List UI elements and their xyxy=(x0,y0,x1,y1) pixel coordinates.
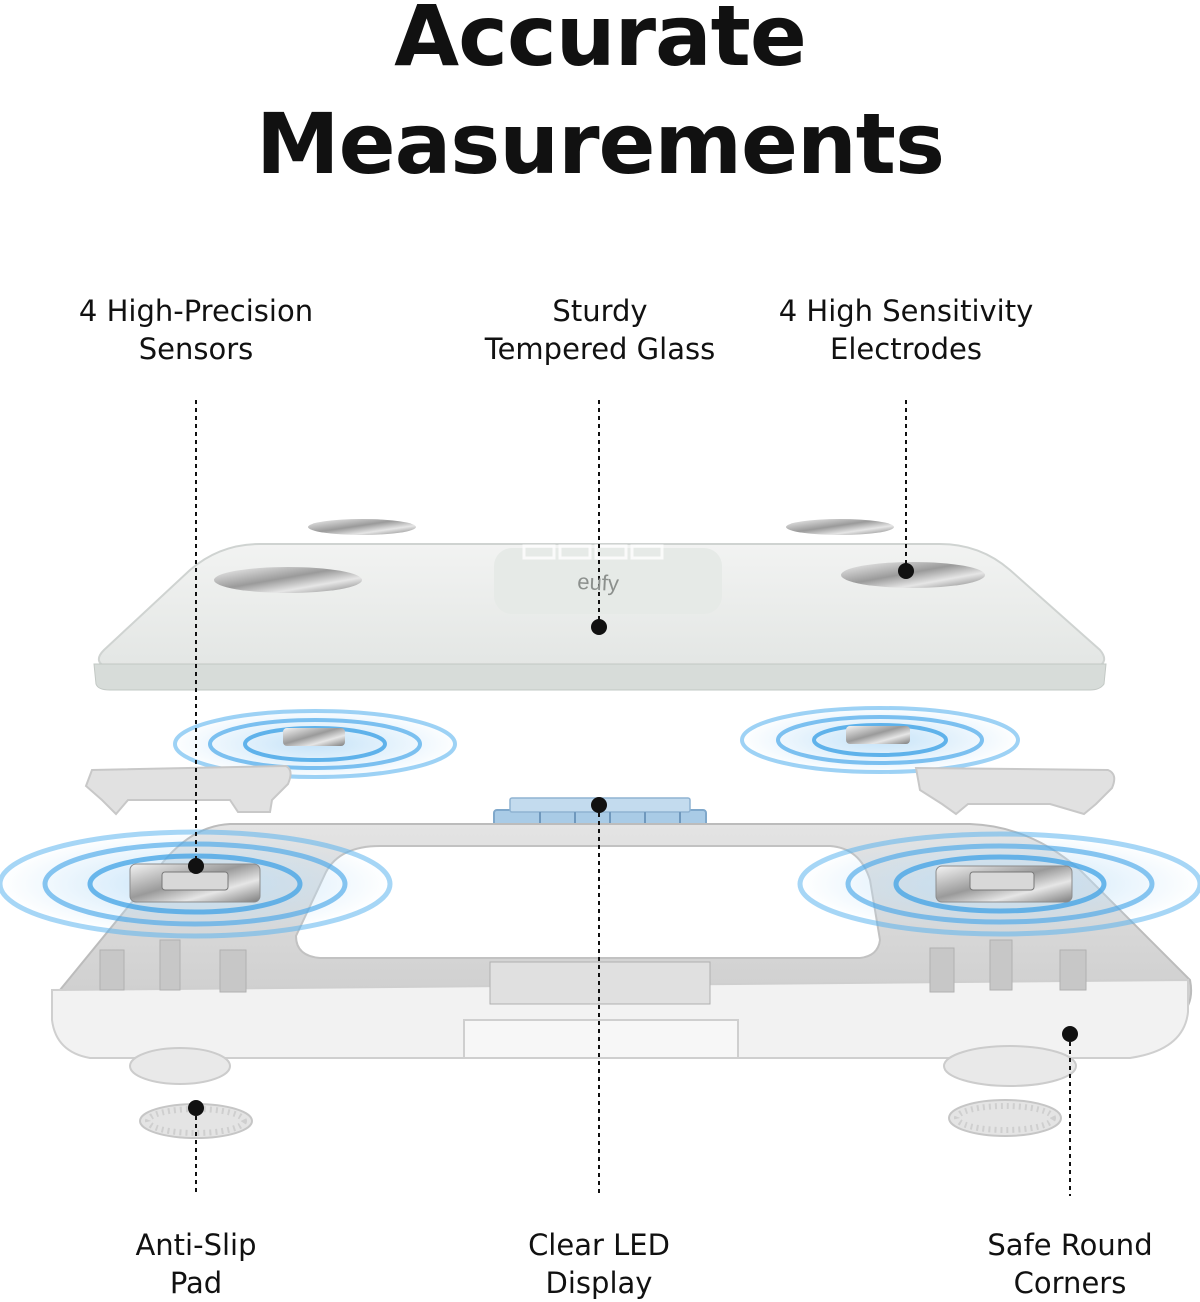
label-pad-line2: Pad xyxy=(169,1266,223,1300)
sensor-cover-right xyxy=(914,766,1116,816)
leader-lines xyxy=(195,400,1071,1196)
label-corners-line1: Safe Round xyxy=(987,1228,1153,1262)
foot-right xyxy=(943,1045,1077,1087)
label-corners: Safe Round Corners xyxy=(950,1226,1190,1302)
dot-glass xyxy=(591,619,607,635)
foot-left xyxy=(129,1047,231,1085)
dot-pad xyxy=(188,1100,204,1116)
label-sensors-line2: Sensors xyxy=(138,332,254,366)
label-sensors: 4 High-Precision Sensors xyxy=(36,292,356,368)
anti-slip-pad-right xyxy=(948,1099,1062,1137)
eufy-logo: eufy xyxy=(577,569,620,596)
tempered-glass-panel xyxy=(93,519,1107,691)
base-sensor-right xyxy=(797,831,1200,937)
dot-sensors xyxy=(188,858,204,874)
label-electrodes-line1: 4 High Sensitivity xyxy=(778,294,1034,328)
electrode-back-right xyxy=(786,519,894,535)
electrode-front-right xyxy=(841,562,985,588)
label-sensors-line1: 4 High-Precision xyxy=(78,294,314,328)
label-pad-line1: Anti-Slip xyxy=(135,1228,257,1262)
upper-sensor-right xyxy=(740,706,1020,774)
dot-electrodes xyxy=(898,563,914,579)
label-glass-line2: Tempered Glass xyxy=(484,332,716,366)
label-display: Clear LED Display xyxy=(479,1226,719,1302)
callout-dots xyxy=(188,563,1078,1116)
electrode-back-left xyxy=(308,519,416,535)
page-title-line1: Accurate xyxy=(394,0,807,85)
label-electrodes: 4 High Sensitivity Electrodes xyxy=(740,292,1072,368)
label-corners-line2: Corners xyxy=(1013,1266,1127,1300)
dot-corners xyxy=(1062,1026,1078,1042)
led-segment-ghost xyxy=(522,544,664,560)
label-display-line1: Clear LED xyxy=(528,1228,670,1262)
label-glass: Sturdy Tempered Glass xyxy=(440,292,760,368)
label-display-line2: Display xyxy=(545,1266,653,1300)
sensor-cover-left xyxy=(84,764,292,816)
dot-display xyxy=(591,797,607,813)
page-title-line2: Measurements xyxy=(256,95,945,193)
label-pad: Anti-Slip Pad xyxy=(76,1226,316,1302)
electrode-front-left xyxy=(214,567,362,593)
base-sensor-left xyxy=(0,829,393,939)
upper-sensor-left xyxy=(170,708,460,780)
label-electrodes-line2: Electrodes xyxy=(830,332,982,366)
label-glass-line1: Sturdy xyxy=(552,294,648,328)
